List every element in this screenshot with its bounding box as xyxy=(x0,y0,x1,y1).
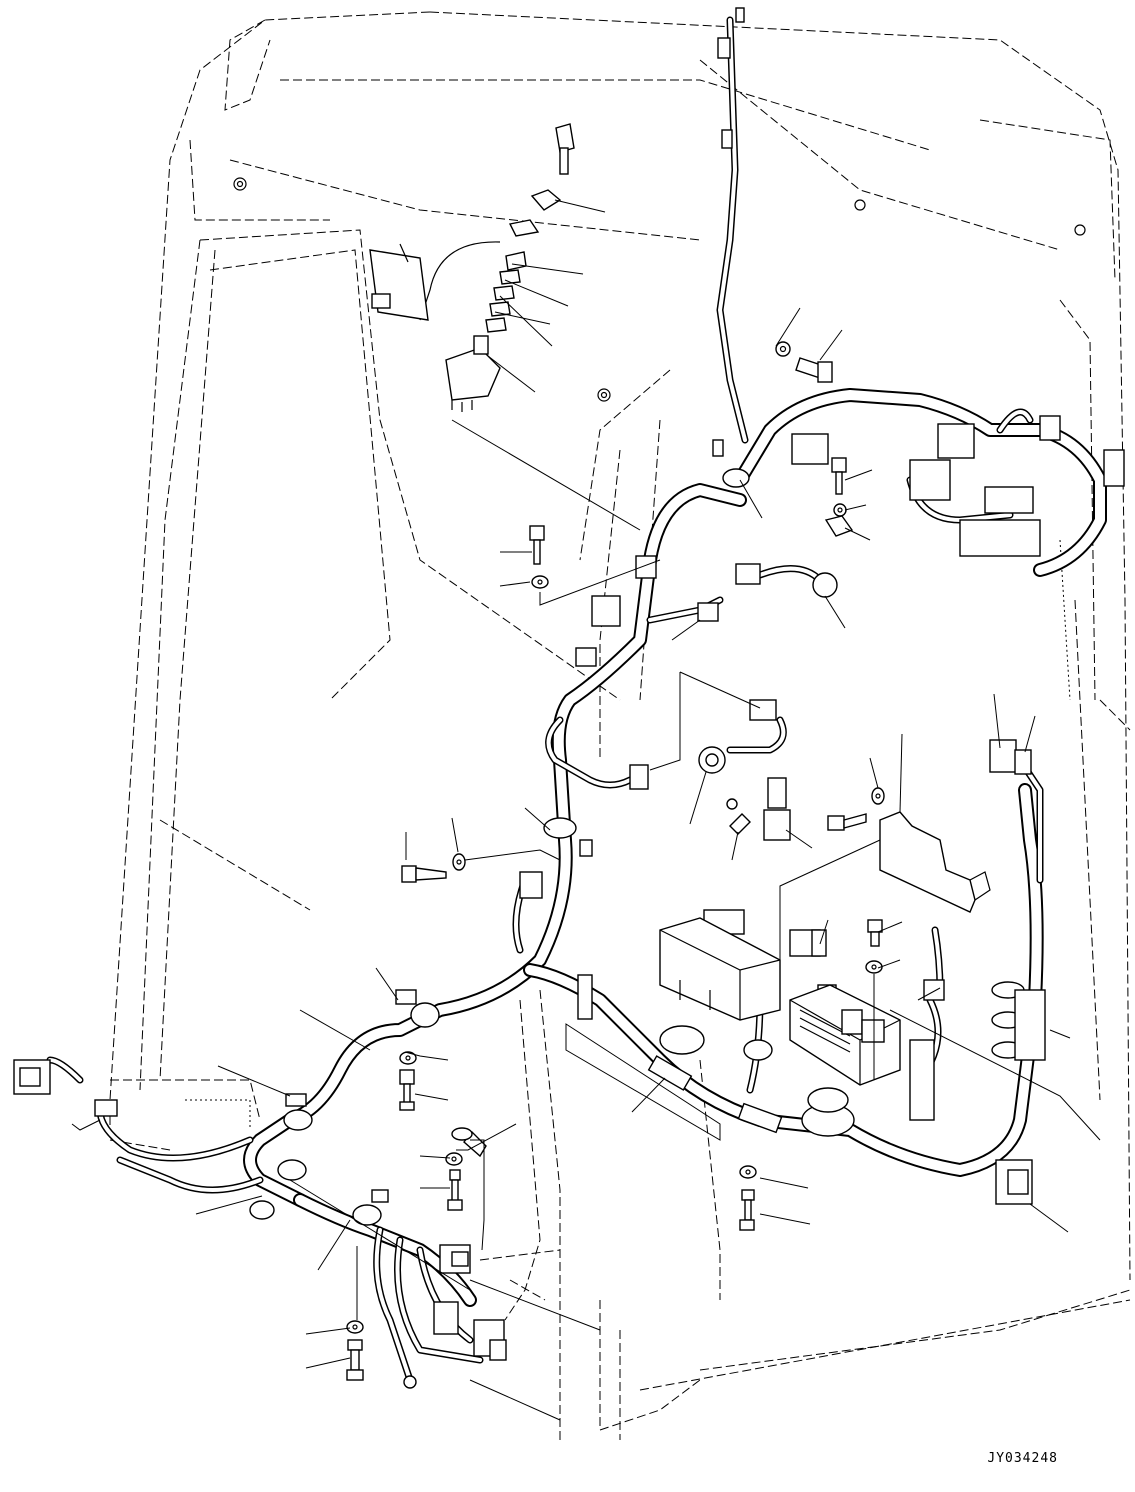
mounting-brackets xyxy=(451,515,991,1158)
harness-clamps xyxy=(94,439,1046,1226)
roof-cable xyxy=(716,7,749,444)
connectors xyxy=(13,415,1125,1389)
leader-lines xyxy=(71,199,1101,1421)
fuse-box xyxy=(659,917,781,1061)
cab-frame-outline xyxy=(109,11,1131,1440)
drawing-reference-code: JY034248 xyxy=(987,1451,1058,1466)
frame-holes xyxy=(233,177,1086,402)
controller-module xyxy=(789,984,935,1137)
key-switch-assembly xyxy=(369,123,575,412)
main-harness xyxy=(46,388,1107,1307)
bolts-and-washers xyxy=(346,341,885,1381)
